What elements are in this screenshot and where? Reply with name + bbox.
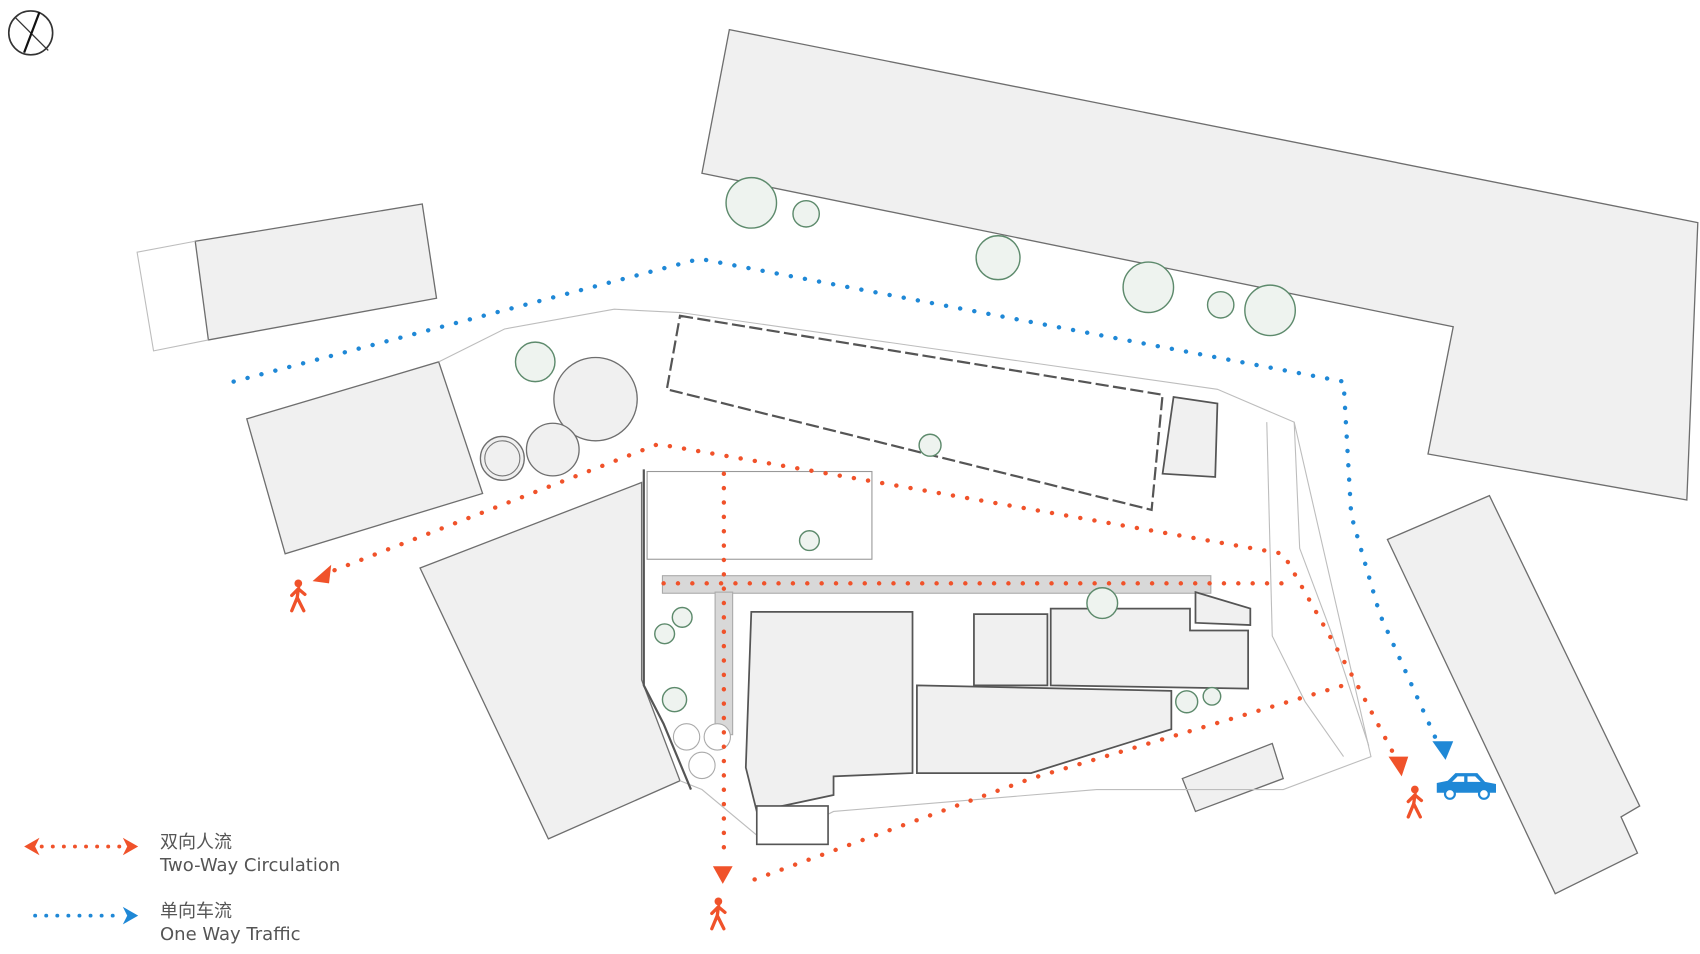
building-northeast <box>701 28 1699 501</box>
pedestrian-icon <box>1406 785 1424 819</box>
building-south-small <box>1181 742 1285 813</box>
building-east <box>1386 494 1641 895</box>
legend-two-way-en: Two-Way Circulation <box>160 855 341 876</box>
building-west <box>245 361 484 555</box>
legend-one-way-en: One Way Traffic <box>160 924 301 945</box>
tree-icon <box>514 176 1297 714</box>
building-southwest <box>419 481 681 840</box>
building-northwest <box>194 203 438 341</box>
north-compass-icon <box>7 10 54 56</box>
legend-one-way: 单向车流 One Way Traffic <box>160 901 301 947</box>
legend-two-way-cn: 双向人流 <box>160 832 232 853</box>
legend-one-way-symbol <box>33 906 139 925</box>
pedestrian-arrow-south <box>712 866 733 884</box>
legend-one-way-cn: 单向车流 <box>160 901 232 922</box>
pedestrian-icon <box>710 897 727 931</box>
pedestrian-arrow-west <box>312 564 332 584</box>
pedestrian-arrow-east <box>1388 756 1409 777</box>
two-way-circulation-routes <box>332 441 1398 882</box>
legend-two-way: 双向人流 Two-Way Circulation <box>160 832 340 878</box>
one-way-traffic-route <box>231 256 1442 748</box>
pedestrian-icon <box>290 579 307 613</box>
car-icon <box>1436 773 1496 800</box>
traffic-arrow <box>1432 741 1454 760</box>
long-hall <box>665 314 1164 512</box>
legend-two-way-symbol <box>24 837 139 856</box>
